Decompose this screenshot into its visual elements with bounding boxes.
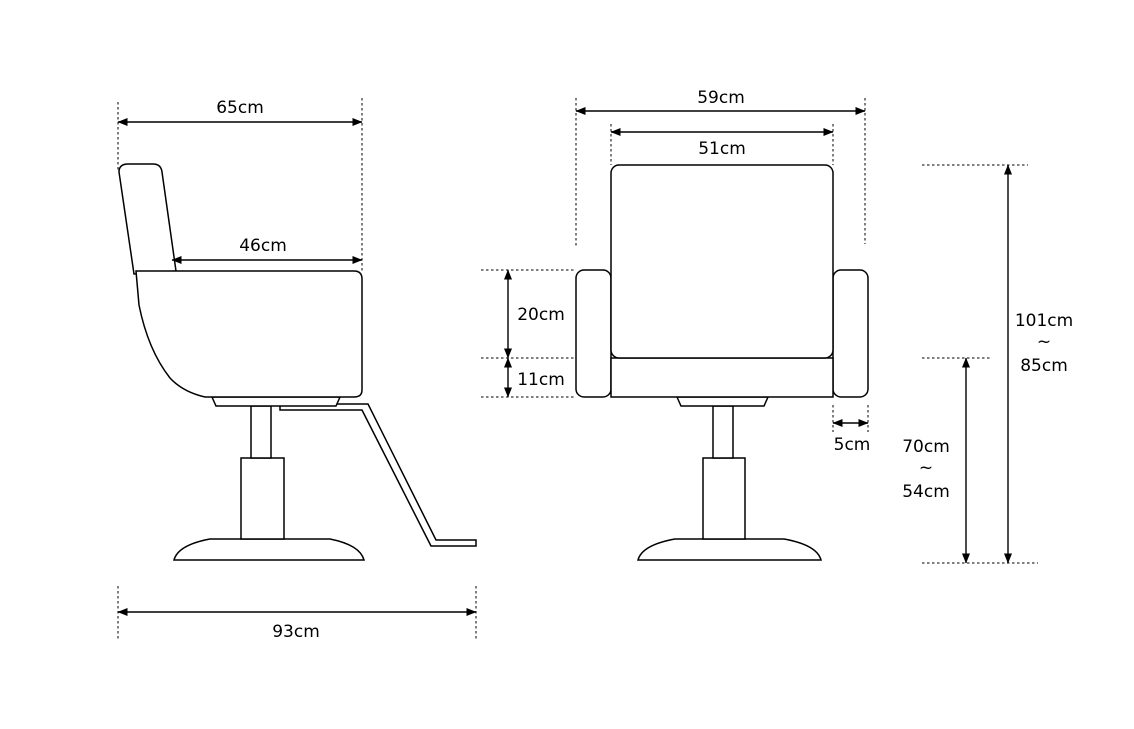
label-total-height-separator: ~ [1037, 332, 1051, 352]
dimension-lines [117, 107, 1012, 616]
label-side-seat-depth: 46cm [239, 236, 287, 256]
label-front-width: 59cm [697, 88, 745, 108]
front-left-armrest [575, 269, 612, 398]
side-view-chair [118, 163, 477, 561]
dimension-labels: 65cm 46cm 93cm 59cm 51cm 20cm 11cm 5cm 1… [216, 88, 1073, 642]
label-seat-thickness: 11cm [517, 370, 565, 390]
front-backrest [610, 164, 834, 359]
side-lower-column [240, 457, 285, 540]
label-front-back-width: 51cm [698, 139, 746, 159]
front-seat-base [610, 357, 834, 398]
side-seat-bracket [210, 396, 342, 407]
side-backrest [118, 163, 177, 275]
label-total-height-max: 101cm [1015, 311, 1073, 331]
side-footrest [279, 403, 477, 547]
side-base-plate [173, 538, 365, 561]
front-lower-column [702, 457, 746, 540]
front-view-chair [575, 164, 869, 561]
label-seat-height-separator: ~ [919, 458, 933, 478]
front-upper-column [712, 405, 734, 459]
front-base-plate [637, 538, 822, 561]
label-seat-height-min: 54cm [902, 482, 950, 502]
label-armrest-height: 20cm [517, 305, 565, 325]
label-side-depth: 65cm [216, 98, 264, 118]
label-total-height-min: 85cm [1020, 356, 1068, 376]
side-upper-column [250, 405, 272, 459]
label-armrest-width: 5cm [834, 435, 871, 455]
front-seat-bracket [675, 396, 770, 407]
front-right-armrest [832, 269, 869, 398]
side-seat-body [135, 270, 363, 398]
label-side-total-length: 93cm [272, 622, 320, 642]
label-seat-height-max: 70cm [902, 437, 950, 457]
